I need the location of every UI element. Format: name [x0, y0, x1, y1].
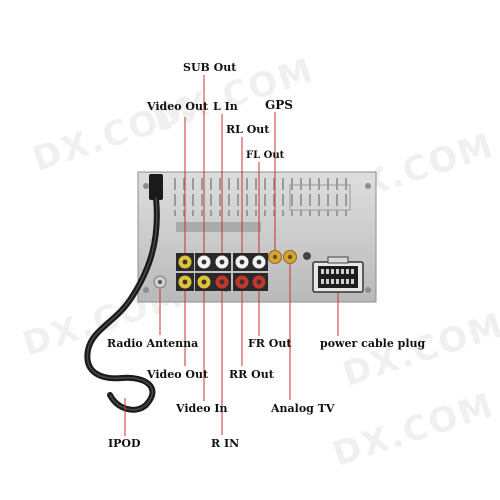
rca-jack-r-in — [213, 273, 231, 291]
label-power-cable-plug: power cable plug — [320, 337, 426, 350]
rca-jack-video-out-2 — [176, 273, 194, 291]
label-r-in: R IN — [211, 437, 240, 450]
label-rl-out: RL Out — [226, 123, 270, 136]
radio-antenna-port — [153, 275, 167, 289]
label-ipod: IPOD — [108, 437, 141, 450]
leader-lines — [124, 75, 339, 436]
rca-jack-fl-out — [250, 253, 268, 271]
label-video-out-top: Video Out — [147, 100, 209, 113]
label-fr-out: FR Out — [248, 337, 292, 350]
rca-jack-rl-out — [233, 253, 251, 271]
label-l-in: L In — [213, 100, 238, 113]
label-fl-out: FL Out — [246, 150, 285, 161]
rca-jack-sub-out — [195, 253, 213, 271]
label-rr-out: RR Out — [229, 368, 274, 381]
label-analog-tv: Analog TV — [271, 402, 335, 415]
rca-jack-video-out — [176, 253, 194, 271]
rca-jack-video-in — [195, 273, 213, 291]
label-radio-antenna: Radio Antenna — [107, 337, 199, 350]
small-port — [303, 252, 311, 260]
gps-connector — [268, 250, 282, 264]
analog-tv-connector — [283, 250, 297, 264]
rca-jack-fr-out — [250, 273, 268, 291]
label-sub-out: SUB Out — [183, 61, 237, 74]
rca-jack-rr-out — [233, 273, 251, 291]
label-video-out-bottom: Video Out — [147, 368, 209, 381]
label-gps: GPS — [265, 98, 293, 112]
ipod-cable — [84, 174, 163, 413]
power-socket — [312, 256, 364, 293]
rca-jack-l-in — [213, 253, 231, 271]
label-video-in: Video In — [176, 402, 228, 415]
